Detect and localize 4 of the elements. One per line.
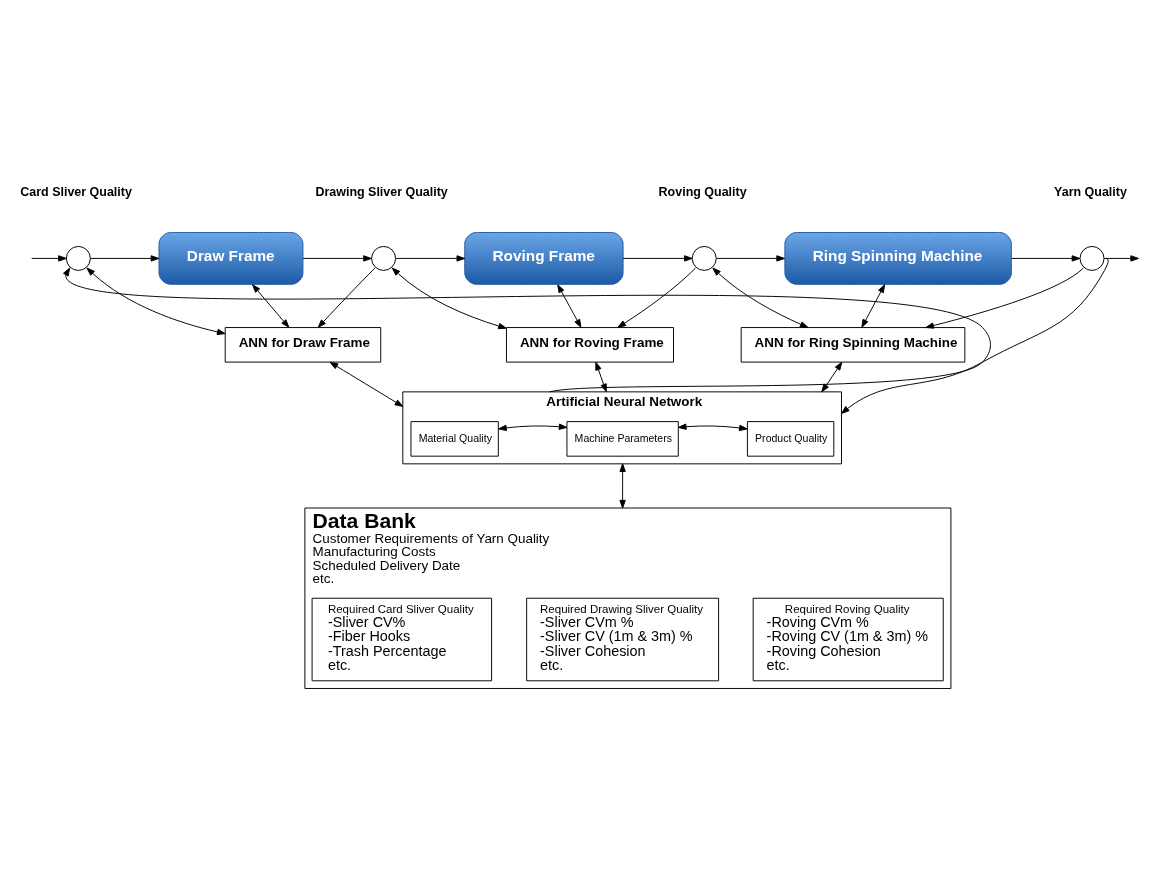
node-label: Roving Quality xyxy=(658,184,747,199)
node-label: Card Sliver Quality xyxy=(20,184,132,199)
node-label: Drawing Sliver Quality xyxy=(315,184,448,199)
node-label: Yarn Quality xyxy=(1054,184,1127,199)
